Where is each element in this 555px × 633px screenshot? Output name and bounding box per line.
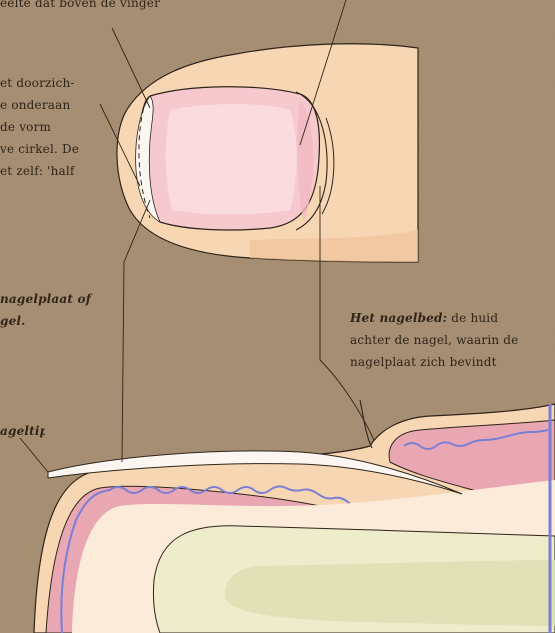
- nailbed-term: Het nagelbed:: [350, 311, 447, 325]
- label-top-partial: eelte dat boven de vinger: [0, 0, 260, 14]
- lunula-line: de vorm: [0, 116, 98, 138]
- label-lunula: et doorzich- e onderaan de vorm ve cirke…: [0, 72, 98, 182]
- plate-line: nagelplaat of: [0, 288, 110, 310]
- nailbed-line: nagelplaat zich bevindt: [350, 351, 555, 373]
- lunula-line: e onderaan: [0, 94, 98, 116]
- lunula-line: et zelf: 'half: [0, 160, 98, 182]
- label-nail-bed: Het nagelbed: de huid achter de nagel, w…: [350, 307, 555, 373]
- lunula-line: ve cirkel. De: [0, 138, 98, 160]
- nailbed-first-line: Het nagelbed: de huid: [350, 307, 555, 329]
- label-nail-tip: ageltip: [0, 420, 45, 442]
- bone-marrow: [225, 560, 555, 626]
- nailbed-line: de huid: [451, 311, 498, 325]
- lunula-line: et doorzich-: [0, 72, 98, 94]
- finger-illustration: [117, 44, 418, 262]
- label-nail-plate: nagelplaat of gel.: [0, 288, 110, 332]
- nail-highlight: [166, 104, 297, 215]
- nailbed-line: achter de nagel, waarin de: [350, 329, 555, 351]
- plate-line: gel.: [0, 310, 110, 332]
